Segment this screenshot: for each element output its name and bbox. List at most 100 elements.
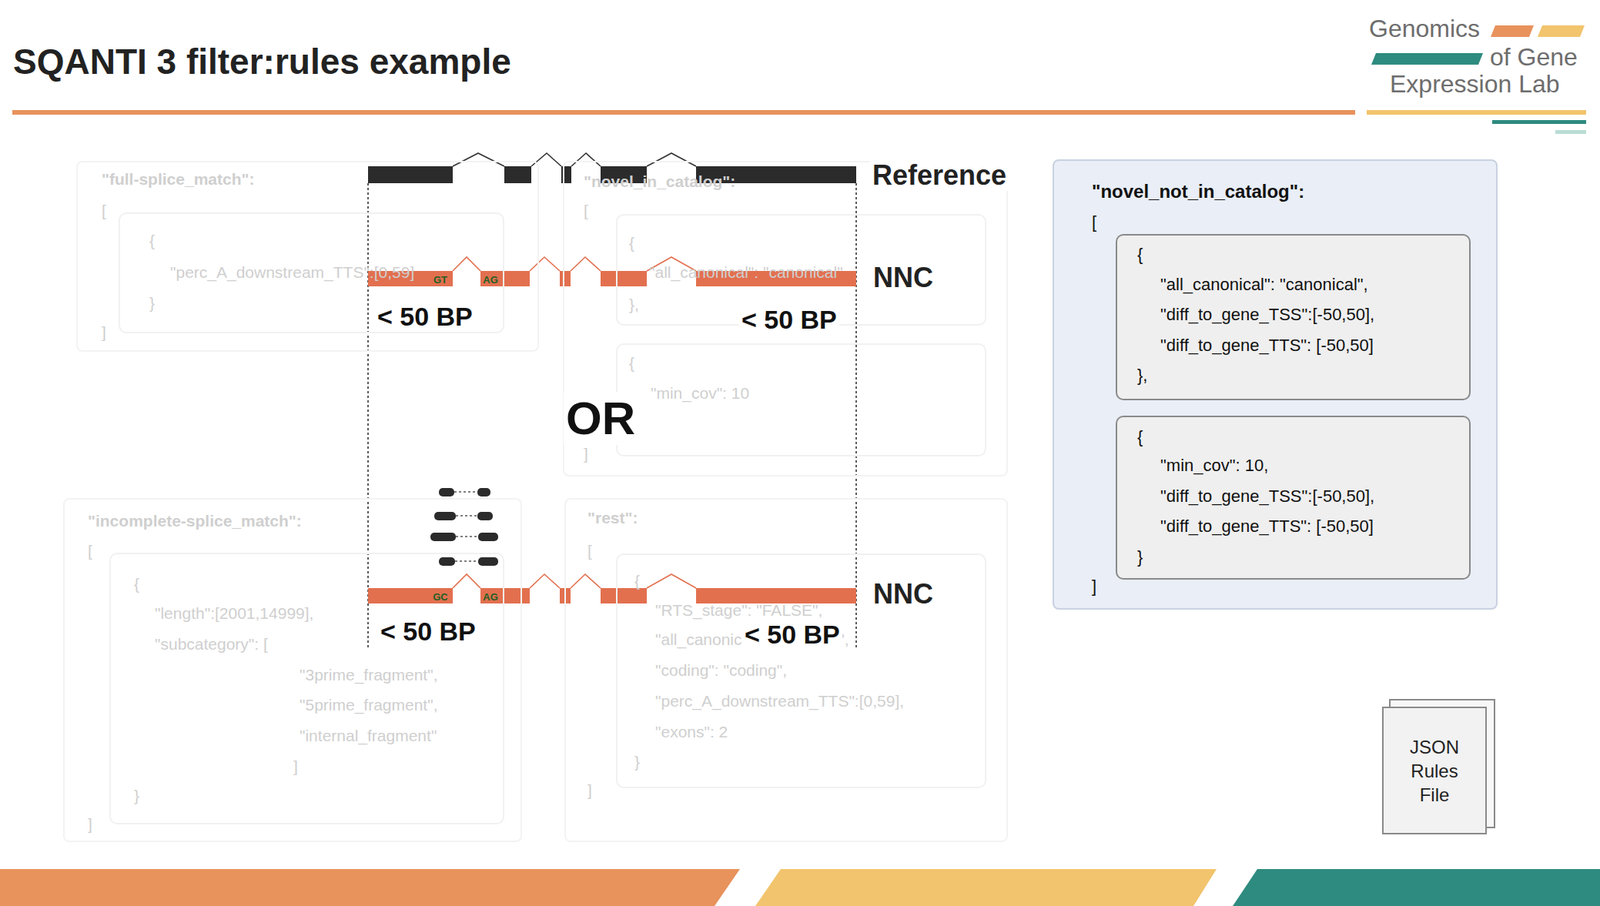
track-label: NNC: [870, 261, 936, 294]
guide-line: [367, 183, 369, 648]
exon: [559, 271, 571, 287]
read-gap: [455, 535, 479, 538]
or-label: OR: [563, 391, 638, 446]
footer-band: [755, 869, 1217, 906]
json-line: [: [1091, 211, 1097, 234]
json-line: ]: [293, 756, 298, 778]
read-block: [478, 532, 499, 542]
intron: [452, 257, 481, 272]
intron: [571, 153, 601, 167]
read-gap: [454, 491, 478, 493]
exon: [480, 588, 530, 604]
json-line: "internal_fragment": [299, 725, 437, 747]
logo-bar: [1537, 25, 1585, 37]
json-rule-box: {"min_cov": 10,"diff_to_gene_TSS":[-50,5…: [1115, 415, 1471, 580]
json-line: "diff_to_gene_TSS":[-50,50],: [1160, 485, 1375, 508]
json-line: {: [629, 232, 635, 255]
reference-introns: [452, 153, 697, 167]
intron: [452, 153, 505, 167]
logo-text: Expression Lab: [1389, 70, 1560, 99]
read-gap: [455, 560, 479, 563]
json-line: }: [149, 292, 155, 315]
json-line: ]: [583, 443, 589, 466]
guide-line: [855, 183, 857, 648]
intron: [529, 574, 560, 589]
json-line: "3prime_fragment",: [299, 664, 438, 687]
json-line: "all_canonical": "canonical",: [1160, 274, 1369, 296]
intron: [646, 574, 697, 589]
json-line: [: [587, 540, 593, 563]
distance-label: < 50 BP: [742, 619, 843, 650]
json-line: {: [1137, 426, 1143, 449]
json-line: ]: [101, 321, 107, 344]
header-rule: [1366, 110, 1587, 115]
header-rule: [1492, 120, 1587, 124]
json-line: {: [634, 570, 640, 593]
read-block: [478, 557, 499, 566]
json-line: },: [629, 294, 640, 316]
json-rule-box: { "all_canonical": "canonical", "diff_to_g…: [1115, 234, 1471, 401]
json-line: "diff_to_gene_TSS":[-50,50],: [1160, 304, 1375, 326]
panel-heading: "full-splice_match":: [101, 168, 255, 191]
distance-label: < 50 BP: [739, 304, 840, 335]
header-rule: [12, 110, 1356, 115]
json-line: "diff_to_gene_TTS": [-50,50]: [1160, 334, 1374, 357]
json-line: ]: [587, 779, 593, 802]
faded-json-rule-box: {"min_cov": 10}: [615, 343, 987, 457]
logo-text: Genomics: [1369, 14, 1480, 44]
json-line: [: [87, 540, 93, 563]
read-block: [438, 488, 455, 497]
json-line: ]: [87, 813, 93, 836]
json-line: "RTS_stage": "FALSE",: [655, 599, 823, 622]
panel-heading: "incomplete-splice_match":: [87, 510, 302, 533]
distance-label: < 50 BP: [378, 616, 479, 647]
json-line: [: [101, 200, 107, 222]
json-line: {: [629, 352, 635, 375]
footer-band: [0, 869, 740, 906]
panel-heading: "novel_in_catalog":: [583, 170, 736, 193]
intron: [531, 153, 562, 167]
faded-json-panel: {"RTS_stage": "FALSE","all_canonical":"c…: [564, 498, 1008, 843]
json-line: "coding": "coding",: [655, 659, 787, 682]
json-line: {: [1137, 244, 1143, 266]
footer-band: [1232, 869, 1600, 906]
json-line: "perc_A_downstream_TTS":[0,59],: [655, 690, 904, 713]
json-line: "exons": 2: [655, 721, 728, 744]
nnc-introns: [452, 574, 697, 589]
intron: [529, 257, 560, 272]
json-line: "5prime_fragment",: [299, 694, 438, 717]
json-line: {: [149, 230, 155, 252]
faded-json-panel: {"length":[2001,14999],"subcategory": ["…: [63, 498, 523, 843]
file-label: JSON Rules File: [1403, 735, 1466, 807]
read-block: [430, 532, 456, 542]
intron: [570, 574, 601, 589]
json-line: "perc_A_downstream_TTS":[0,59]: [170, 261, 415, 284]
logo-bar: [1490, 25, 1534, 37]
read-gap: [455, 515, 478, 517]
intron: [646, 153, 697, 167]
exon: [600, 271, 647, 287]
exon: [368, 166, 453, 184]
panel-heading: "rest":: [587, 507, 638, 529]
header-rule: [1555, 130, 1587, 134]
json-line: },: [1137, 364, 1148, 387]
read-block: [434, 512, 456, 521]
splice-site: GC: [432, 591, 449, 603]
splice-site: AG: [482, 591, 499, 603]
splice-site: AG: [482, 274, 499, 286]
logo-text: of Gene: [1489, 43, 1578, 72]
json-line: {: [133, 573, 140, 596]
distance-label: < 50 BP: [374, 301, 476, 332]
json-line: "min_cov": 10: [650, 382, 750, 405]
read-block: [438, 557, 456, 566]
json-line: "diff_to_gene_TTS": [-50,50]: [1160, 515, 1374, 538]
json-line: "all_canonical": "canonical": [649, 261, 844, 284]
panel-heading: "novel_not_in_catalog":: [1091, 180, 1305, 203]
json-line: "length":[2001,14999],: [154, 602, 314, 625]
json-panel: { "all_canonical": "canonical", "diff_to_g…: [1052, 159, 1498, 610]
splice-site: GT: [433, 274, 448, 286]
exon: [504, 166, 532, 184]
json-line: ]: [1091, 575, 1097, 598]
json-line: }: [1137, 546, 1143, 569]
json-file-icon: JSON Rules File: [1382, 706, 1487, 835]
